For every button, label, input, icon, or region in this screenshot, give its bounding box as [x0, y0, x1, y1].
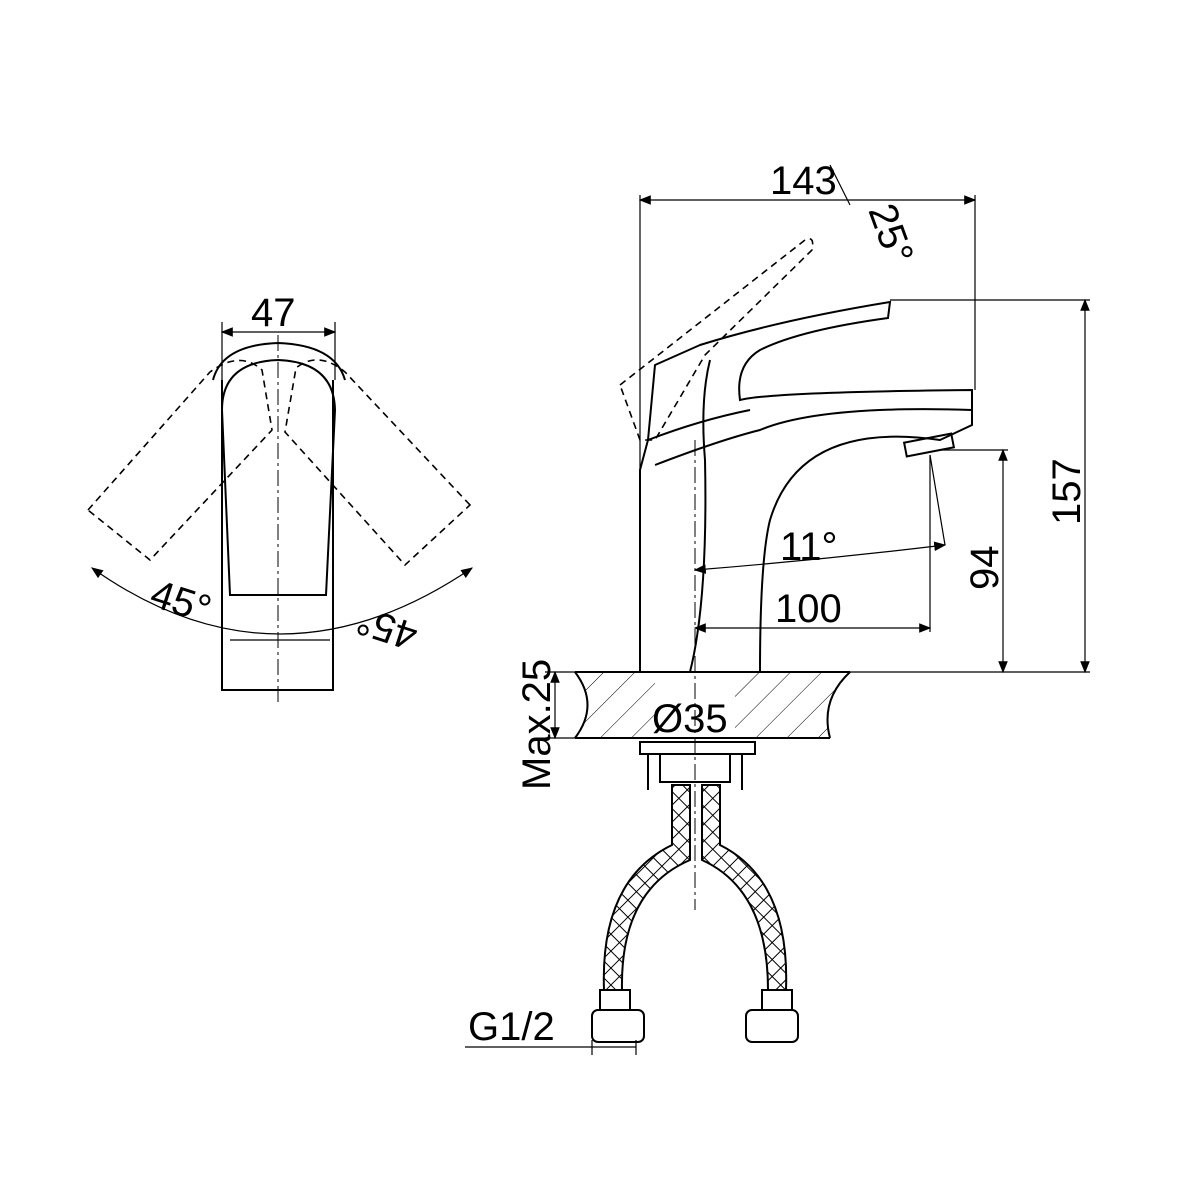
angle-right-dimension: 45° — [352, 598, 423, 659]
lever-angle-dimension: 25° — [860, 198, 922, 270]
width-dimension: 47 — [251, 291, 296, 335]
nut-right — [745, 1009, 799, 1043]
angle-left-dimension: 45° — [145, 572, 216, 633]
counter-thickness-dimension: Max.25 — [515, 659, 559, 790]
countertop — [574, 671, 851, 739]
hole-diameter-dimension: Ø35 — [652, 697, 728, 741]
spout-height-dimension: 94 — [963, 546, 1007, 591]
front-view: 47 45° 45° — [86, 291, 473, 705]
nut-left — [591, 1009, 645, 1043]
handle-rotated-left — [86, 359, 273, 562]
lever-raised — [619, 237, 814, 441]
side-view: 143 25° 157 94 11° 100 Max.25 Ø35 G1/2 — [465, 159, 1090, 1055]
height-dimension: 157 — [1045, 458, 1089, 525]
body — [221, 380, 334, 691]
connection-dimension: G1/2 — [468, 1005, 555, 1049]
spout-angle-dimension: 11° — [780, 525, 838, 569]
aerator — [902, 432, 956, 458]
reach-dimension: 100 — [775, 587, 842, 631]
handle-rotated-right — [284, 359, 472, 567]
faucet-body — [639, 300, 973, 673]
mounting-plate — [639, 741, 756, 755]
length-dimension: 143 — [770, 159, 837, 203]
hose-left — [602, 784, 691, 991]
hose-right — [701, 784, 788, 991]
